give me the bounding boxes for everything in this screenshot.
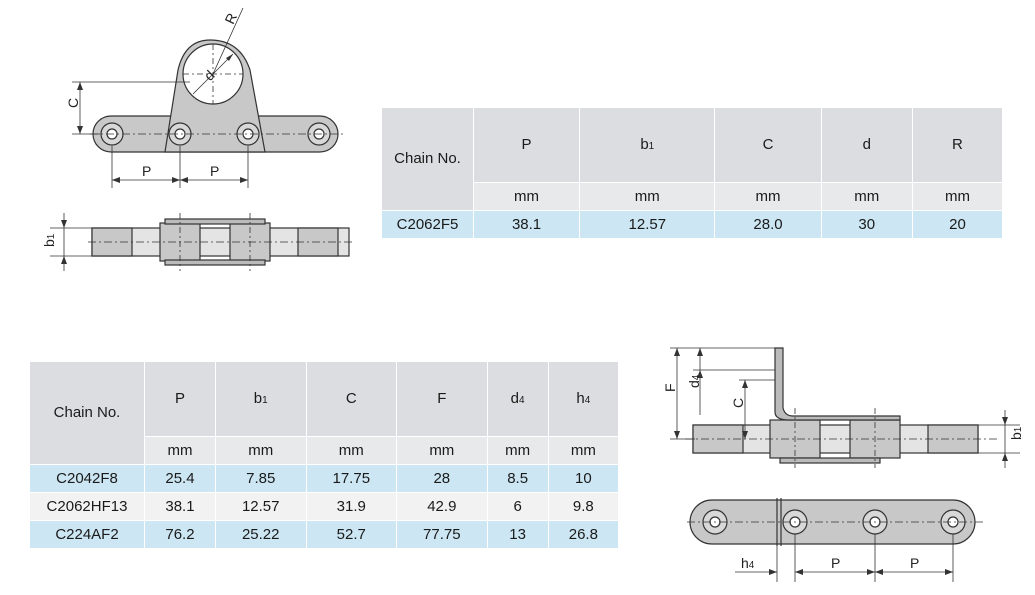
table2-unit: mm: [306, 435, 398, 464]
table2-cell: 17.75: [306, 463, 398, 492]
table1-cell: 38.1: [473, 209, 581, 238]
table2-unit: mm: [487, 435, 549, 464]
table2-cell: 9.8: [548, 491, 618, 520]
table1-unit: mm: [714, 181, 822, 210]
table2-col-p: P: [144, 362, 216, 436]
table1-col-d: d: [821, 108, 913, 182]
table2-unit: mm: [396, 435, 488, 464]
label-p-2: P: [210, 163, 219, 179]
table1-col-p: P: [473, 108, 581, 182]
table2-cell: 25.22: [215, 519, 307, 548]
table2-cell: 76.2: [144, 519, 216, 548]
table1-unit: mm: [912, 181, 1002, 210]
table2-chain-no: C2042F8: [30, 463, 145, 492]
table2-unit: mm: [215, 435, 307, 464]
table1-col-b1: b1: [579, 108, 716, 182]
table2-unit: mm: [144, 435, 216, 464]
table1-col-c: C: [714, 108, 822, 182]
drawing-chain-top-view: b1: [41, 213, 352, 271]
table2-cell: 13: [487, 519, 549, 548]
table1-unit: mm: [821, 181, 913, 210]
table1-unit: mm: [473, 181, 581, 210]
table-row: C224AF2 76.2 25.22 52.7 77.75 13 26.8: [30, 519, 618, 548]
table2-cell: 52.7: [306, 519, 398, 548]
table1-chain-header: Chain No.: [382, 108, 474, 210]
drawing-attachment-side-view: R d C P P: [65, 7, 345, 188]
table1-unit: mm: [579, 181, 716, 210]
spec-table-attachment-f8: Chain No. P b1 C F d4 h4 mm mm mm mm mm …: [30, 362, 618, 548]
label-p-3: P: [831, 555, 840, 571]
label-h4: h4: [741, 555, 755, 571]
table1-col-r: R: [912, 108, 1002, 182]
label-c-2: C: [730, 398, 746, 408]
table2-cell: 8.5: [487, 463, 549, 492]
table2-col-c: C: [306, 362, 398, 436]
table2-cell: 25.4: [144, 463, 216, 492]
label-r: R: [221, 10, 240, 26]
table2-cell: 77.75: [396, 519, 488, 548]
table2-unit: mm: [548, 435, 618, 464]
table2-cell: 42.9: [396, 491, 488, 520]
spec-table-attachment-f5: Chain No. P b1 C d R mm mm mm mm mm C206…: [382, 108, 1002, 238]
label-c: C: [65, 98, 81, 108]
table2-cell: 26.8: [548, 519, 618, 548]
table2-col-f: F: [396, 362, 488, 436]
table1-cell: 30: [821, 209, 913, 238]
label-b1: b1: [41, 233, 57, 247]
table1-cell: 12.57: [579, 209, 716, 238]
table2-chain-no: C224AF2: [30, 519, 145, 548]
table-row: C2042F8 25.4 7.85 17.75 28 8.5 10: [30, 463, 618, 492]
label-p-1: P: [142, 163, 151, 179]
table1-cell: 28.0: [714, 209, 822, 238]
table2-col-h4: h4: [548, 362, 618, 436]
table2-cell: 38.1: [144, 491, 216, 520]
drawing-bent-attachment-top-view: h4 P P: [687, 498, 983, 582]
table2-col-d4: d4: [487, 362, 549, 436]
table2-col-b1: b1: [215, 362, 307, 436]
table2-chain-header: Chain No.: [30, 362, 145, 464]
table2-cell: 10: [548, 463, 618, 492]
table-row: C2062F5 38.1 12.57 28.0 30 20: [382, 209, 1002, 238]
table-row: C2062HF13 38.1 12.57 31.9 42.9 6 9.8: [30, 491, 618, 520]
label-b1-2: b1: [1008, 426, 1024, 440]
table2-cell: 12.57: [215, 491, 307, 520]
label-p-4: P: [910, 555, 919, 571]
table2-cell: 7.85: [215, 463, 307, 492]
label-d4: d4: [686, 374, 702, 388]
table2-chain-no: C2062HF13: [30, 491, 145, 520]
drawing-bent-attachment-view: F d4 C b1: [662, 347, 1024, 468]
table1-chain-no: C2062F5: [382, 209, 474, 238]
table2-cell: 6: [487, 491, 549, 520]
table2-cell: 28: [396, 463, 488, 492]
table2-cell: 31.9: [306, 491, 398, 520]
table1-cell: 20: [912, 209, 1002, 238]
label-f: F: [662, 383, 678, 392]
